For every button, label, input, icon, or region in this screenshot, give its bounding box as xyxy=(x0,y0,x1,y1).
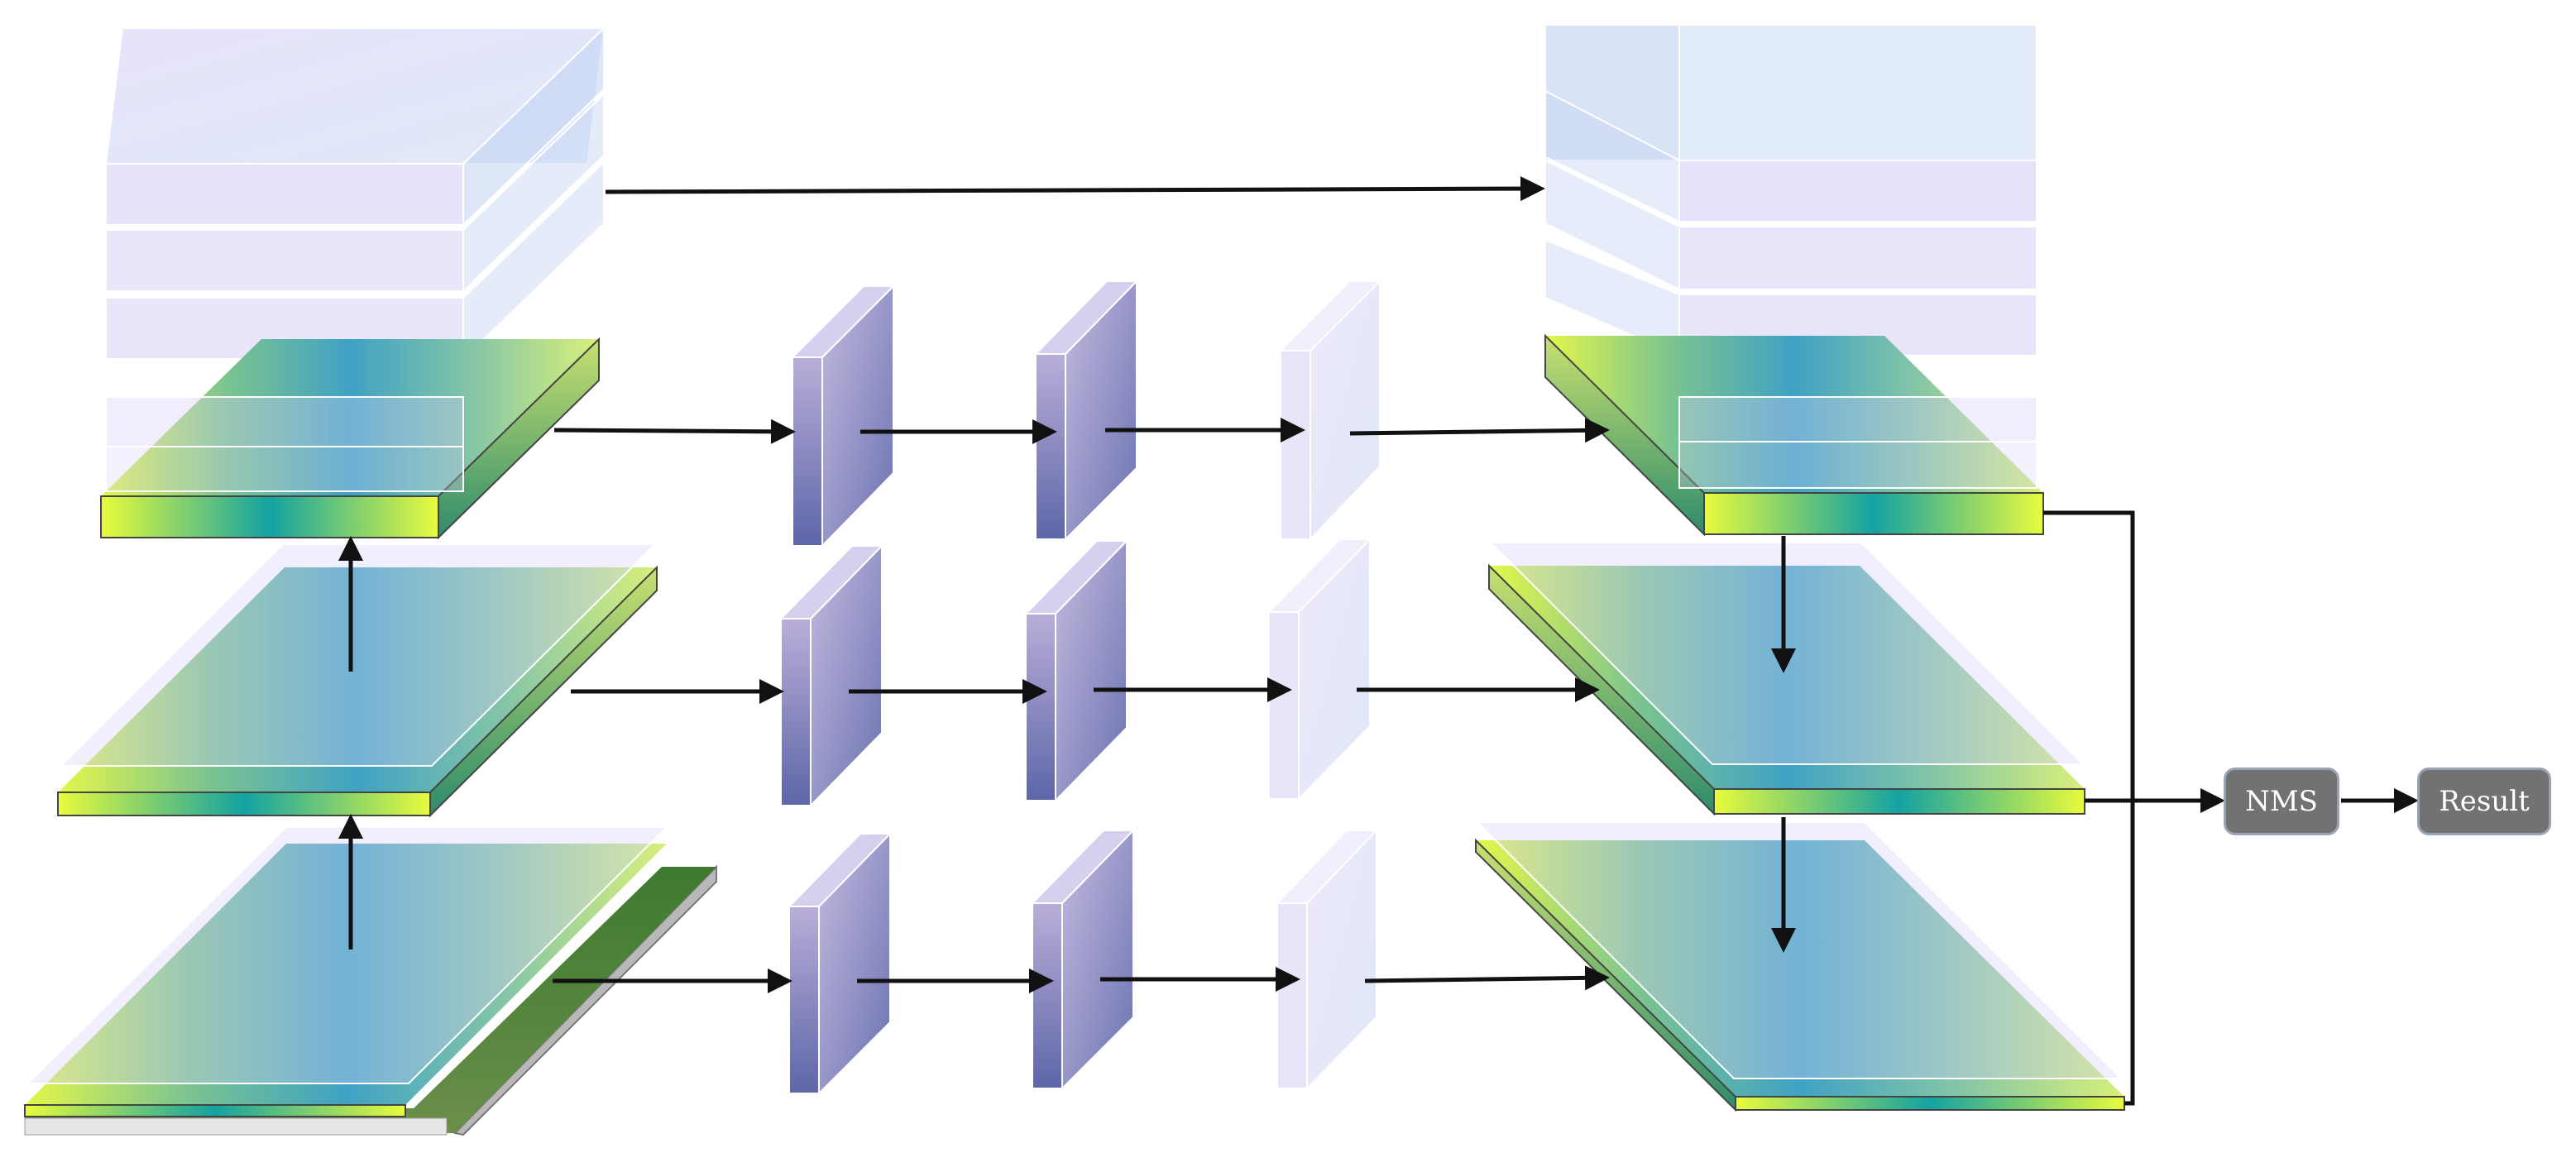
flow-arrow xyxy=(553,418,796,444)
conv-block xyxy=(1030,828,1136,1091)
right-feature-middle xyxy=(1488,542,2085,816)
nms-label: NMS xyxy=(2245,785,2318,818)
stack-layer xyxy=(462,160,605,361)
flow-arrow xyxy=(1349,418,1610,443)
stack-layer xyxy=(462,92,605,294)
conv-block-light xyxy=(1275,828,1379,1091)
conv-block xyxy=(778,543,884,808)
right-feature-bottom xyxy=(1475,821,2125,1112)
stack-layer xyxy=(1678,160,2037,222)
left-feature-stack-top xyxy=(100,26,606,540)
feature-slab-top xyxy=(1545,336,2043,493)
feature-slab-top xyxy=(1489,566,2085,789)
conv-block xyxy=(1023,538,1129,803)
feature-slab-top xyxy=(1476,840,2124,1097)
conv-blocks xyxy=(778,279,1382,1096)
feature-slab-front xyxy=(1713,788,2085,815)
left-feature-middle xyxy=(57,543,658,818)
stack-layer xyxy=(1678,226,2037,290)
feature-slab-top xyxy=(25,844,667,1105)
right-feature-stack-top xyxy=(1544,24,2044,537)
conv-block xyxy=(1033,279,1139,542)
left-feature-bottom xyxy=(24,826,717,1136)
flow-arrows xyxy=(553,176,2419,1106)
feature-slab-front xyxy=(1735,1096,2125,1111)
conv-block xyxy=(787,831,893,1096)
stack-layer xyxy=(1544,159,1680,291)
feature-slab-side xyxy=(429,565,658,818)
skip-connection-arrow xyxy=(605,176,1545,202)
stack-layer xyxy=(105,396,464,447)
stack-layer xyxy=(1678,441,2037,489)
input-image-vegetation xyxy=(25,867,716,1133)
stack-layer xyxy=(105,163,464,226)
feature-slab-top xyxy=(101,339,599,496)
result-label: Result xyxy=(2439,785,2530,818)
feature-slab-top xyxy=(58,567,657,792)
stack-layer xyxy=(26,826,669,1084)
flow-arrow xyxy=(1364,965,1610,991)
stack-layer xyxy=(1678,396,2037,442)
result-node: Result xyxy=(2417,768,2551,835)
conv-block xyxy=(790,284,896,548)
conv-block-light xyxy=(1278,279,1382,542)
stack-layer xyxy=(105,446,464,492)
feature-slab-side xyxy=(438,337,600,540)
conv-block-light xyxy=(1266,537,1372,801)
feature-slab-front xyxy=(24,1104,406,1117)
stack-layer xyxy=(1475,821,2124,1079)
feature-slab-front xyxy=(100,495,439,538)
input-image-ground xyxy=(24,1117,448,1136)
input-image-back xyxy=(452,864,717,1136)
feature-slab-front xyxy=(57,792,431,816)
output-merge-line-top xyxy=(2043,510,2135,802)
output-merge-line-bottom xyxy=(2124,802,2135,1106)
stack-layer xyxy=(105,229,464,292)
stack-layer xyxy=(59,543,658,767)
stack-layer xyxy=(1544,89,1680,223)
feature-slab-front xyxy=(1703,492,2044,535)
nms-node: NMS xyxy=(2224,768,2339,835)
stack-layer xyxy=(462,26,605,227)
